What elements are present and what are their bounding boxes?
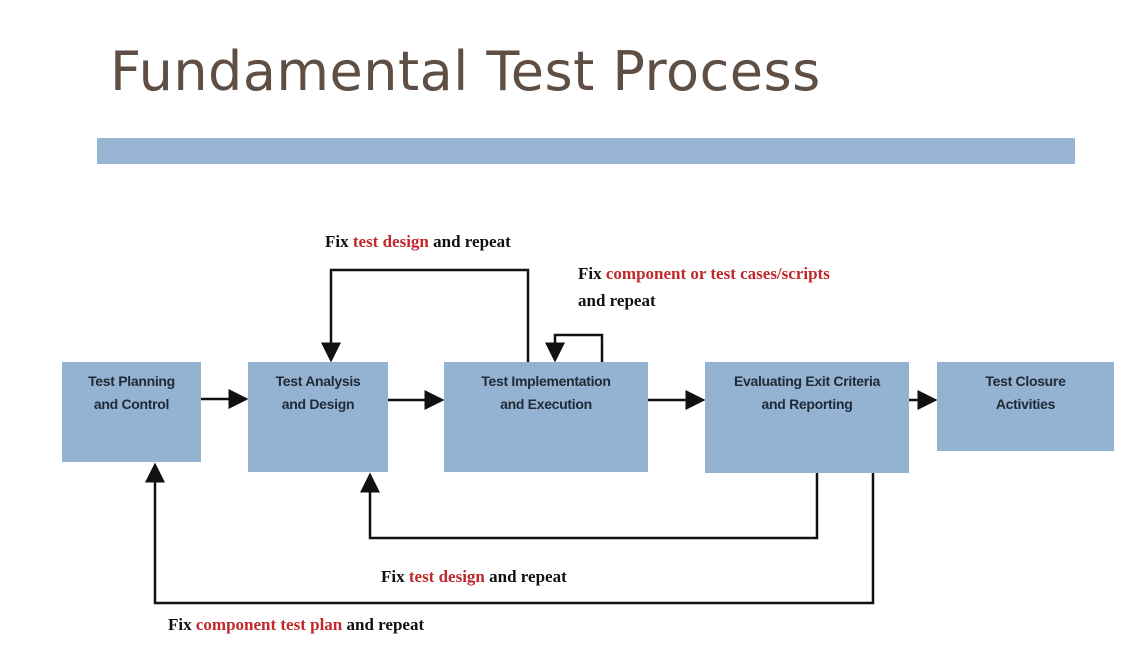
- label-bottom-loop2: Fix component test plan and repeat: [168, 615, 424, 635]
- label-highlight: test design: [352, 232, 429, 251]
- label-highlight: test design: [408, 567, 485, 586]
- label-text: and repeat: [342, 615, 425, 634]
- step-test-analysis: Test Analysis and Design: [248, 362, 388, 472]
- bottom-loop1-arrow: [360, 472, 819, 540]
- label-top-loop: Fix test design and repeat: [325, 232, 511, 252]
- step-label: and Design: [281, 396, 355, 412]
- step-test-implementation: Test Implementation and Execution: [444, 362, 648, 472]
- label-text: Fix: [381, 567, 409, 586]
- bottom-loop2-arrow: [145, 462, 875, 605]
- title-underline-bar: [97, 138, 1075, 164]
- step-label: Test Closure: [985, 373, 1066, 389]
- label-self-loop: Fix component or test cases/scripts and r…: [578, 260, 830, 314]
- step-label: and Execution: [500, 396, 592, 412]
- self-loop-arrow: [545, 333, 604, 363]
- top-loop-arrow: [321, 268, 530, 363]
- label-text: Fix: [325, 232, 353, 251]
- label-text: and repeat: [428, 232, 511, 251]
- step-label: Test Planning: [88, 373, 175, 389]
- label-highlight: component test plan: [195, 615, 343, 634]
- step-label: Evaluating Exit Criteria: [733, 373, 881, 389]
- label-text: Fix: [578, 264, 606, 283]
- label-text: Fix: [168, 615, 196, 634]
- label-highlight: component or test cases/scripts: [605, 264, 830, 283]
- label-text: and repeat: [578, 291, 656, 310]
- label-bottom-loop1: Fix test design and repeat: [381, 567, 567, 587]
- step-label: Test Analysis: [275, 373, 361, 389]
- label-text: and repeat: [484, 567, 567, 586]
- step-label: Test Implementation: [481, 373, 611, 389]
- page-title: Fundamental Test Process: [110, 40, 821, 103]
- step-label: Activities: [995, 396, 1056, 412]
- step-evaluating-exit: Evaluating Exit Criteria and Reporting: [705, 362, 909, 473]
- step-label: and Control: [93, 396, 170, 412]
- step-label: and Reporting: [761, 396, 853, 412]
- step-test-planning: Test Planning and Control: [62, 362, 201, 462]
